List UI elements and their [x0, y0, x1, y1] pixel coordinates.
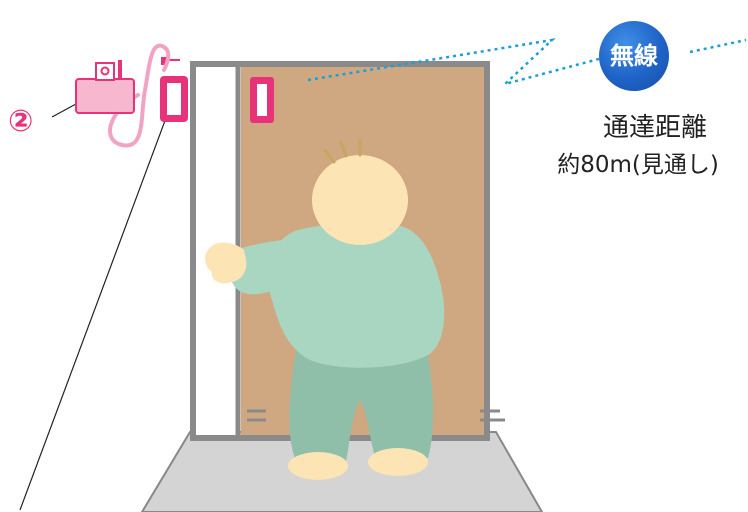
wireless-signal-tail — [690, 40, 746, 52]
child-foot-left — [288, 452, 348, 480]
child-head — [312, 155, 408, 245]
callout-line — [52, 104, 76, 117]
magnet-window — [257, 84, 267, 116]
range-title: 通達距離 — [560, 113, 748, 144]
range-value: 約80m(見通し) — [528, 152, 748, 180]
leader-line — [20, 118, 166, 510]
wireless-badge: 無線 — [599, 21, 669, 91]
receiver-body — [76, 79, 134, 113]
callout-marker-2: ② — [8, 107, 33, 137]
receiver-speaker — [96, 63, 114, 80]
door-sensor-window — [167, 83, 181, 115]
child-foot-right — [368, 448, 428, 476]
receiver-antenna — [118, 60, 122, 80]
